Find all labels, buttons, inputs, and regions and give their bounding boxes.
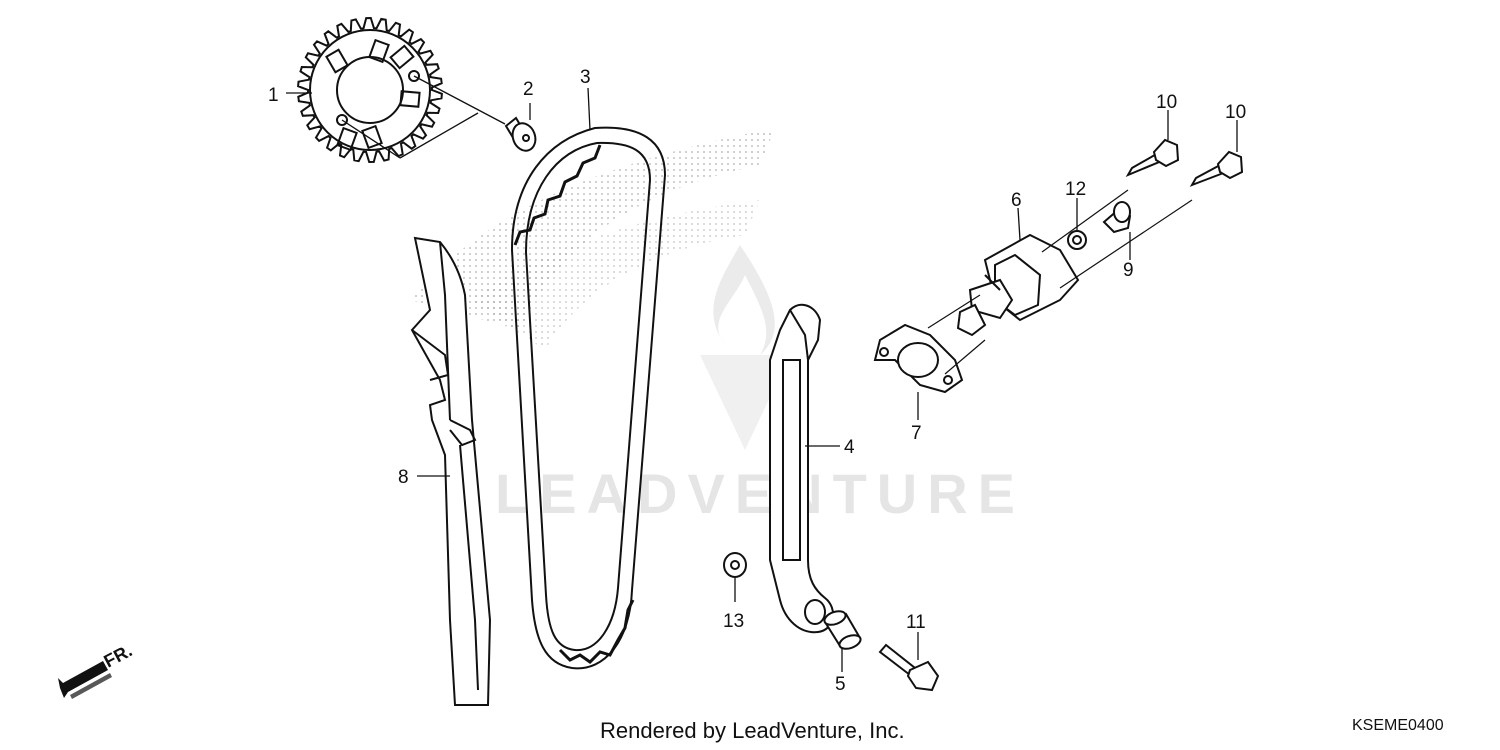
sprocket-hub	[336, 56, 404, 124]
watermark: LEADVENTURE	[410, 128, 1025, 525]
sprocket-bolt	[504, 116, 537, 152]
watermark-v	[700, 355, 790, 450]
chain-tensioner-arm	[410, 236, 492, 706]
callout-9: 9	[1123, 260, 1134, 281]
guide-pivot-hole	[804, 599, 826, 625]
diagram-code: KSEME0400	[1352, 717, 1444, 734]
callout-10b: 10	[1225, 102, 1246, 123]
tensioner-gasket	[873, 323, 964, 394]
callout-7: 7	[911, 423, 922, 444]
watermark-flame	[713, 245, 775, 355]
callout-11: 11	[906, 612, 926, 633]
cam-chain	[510, 126, 667, 670]
sprocket-leader-lines	[341, 75, 506, 159]
callouts: 1 2 3 4 5 6 7 8 9 10 10 11 12 13	[268, 67, 1246, 695]
callout-4: 4	[844, 437, 855, 458]
tensioner-bolt-a	[1125, 138, 1180, 178]
assembly-lines	[927, 189, 1193, 375]
tensioner-lifter	[956, 233, 1080, 337]
callout-5: 5	[835, 674, 846, 695]
callout-6: 6	[1011, 190, 1022, 211]
callout-12: 12	[1065, 179, 1086, 200]
callout-leaders	[286, 87, 1238, 672]
sealing-bolt	[1102, 201, 1132, 234]
callout-3: 3	[580, 67, 591, 88]
pivot-bolt	[878, 643, 940, 692]
chain-guide	[769, 303, 834, 634]
callout-10a: 10	[1156, 92, 1177, 113]
sealing-washer	[1067, 230, 1087, 250]
callout-2: 2	[523, 79, 534, 100]
watermark-wing	[410, 128, 775, 330]
washer	[723, 552, 747, 578]
front-arrow-icon: FR.	[58, 640, 135, 699]
collar	[823, 610, 862, 650]
callout-13: 13	[723, 611, 744, 632]
callout-8: 8	[398, 467, 409, 488]
watermark-wing-lower	[470, 200, 760, 350]
callout-1: 1	[268, 85, 279, 106]
tensioner-bolt-b	[1189, 150, 1244, 187]
footer-credit: Rendered by LeadVenture, Inc.	[600, 718, 905, 743]
watermark-text: LEADVENTURE	[495, 462, 1025, 525]
cam-sprocket	[297, 16, 443, 164]
